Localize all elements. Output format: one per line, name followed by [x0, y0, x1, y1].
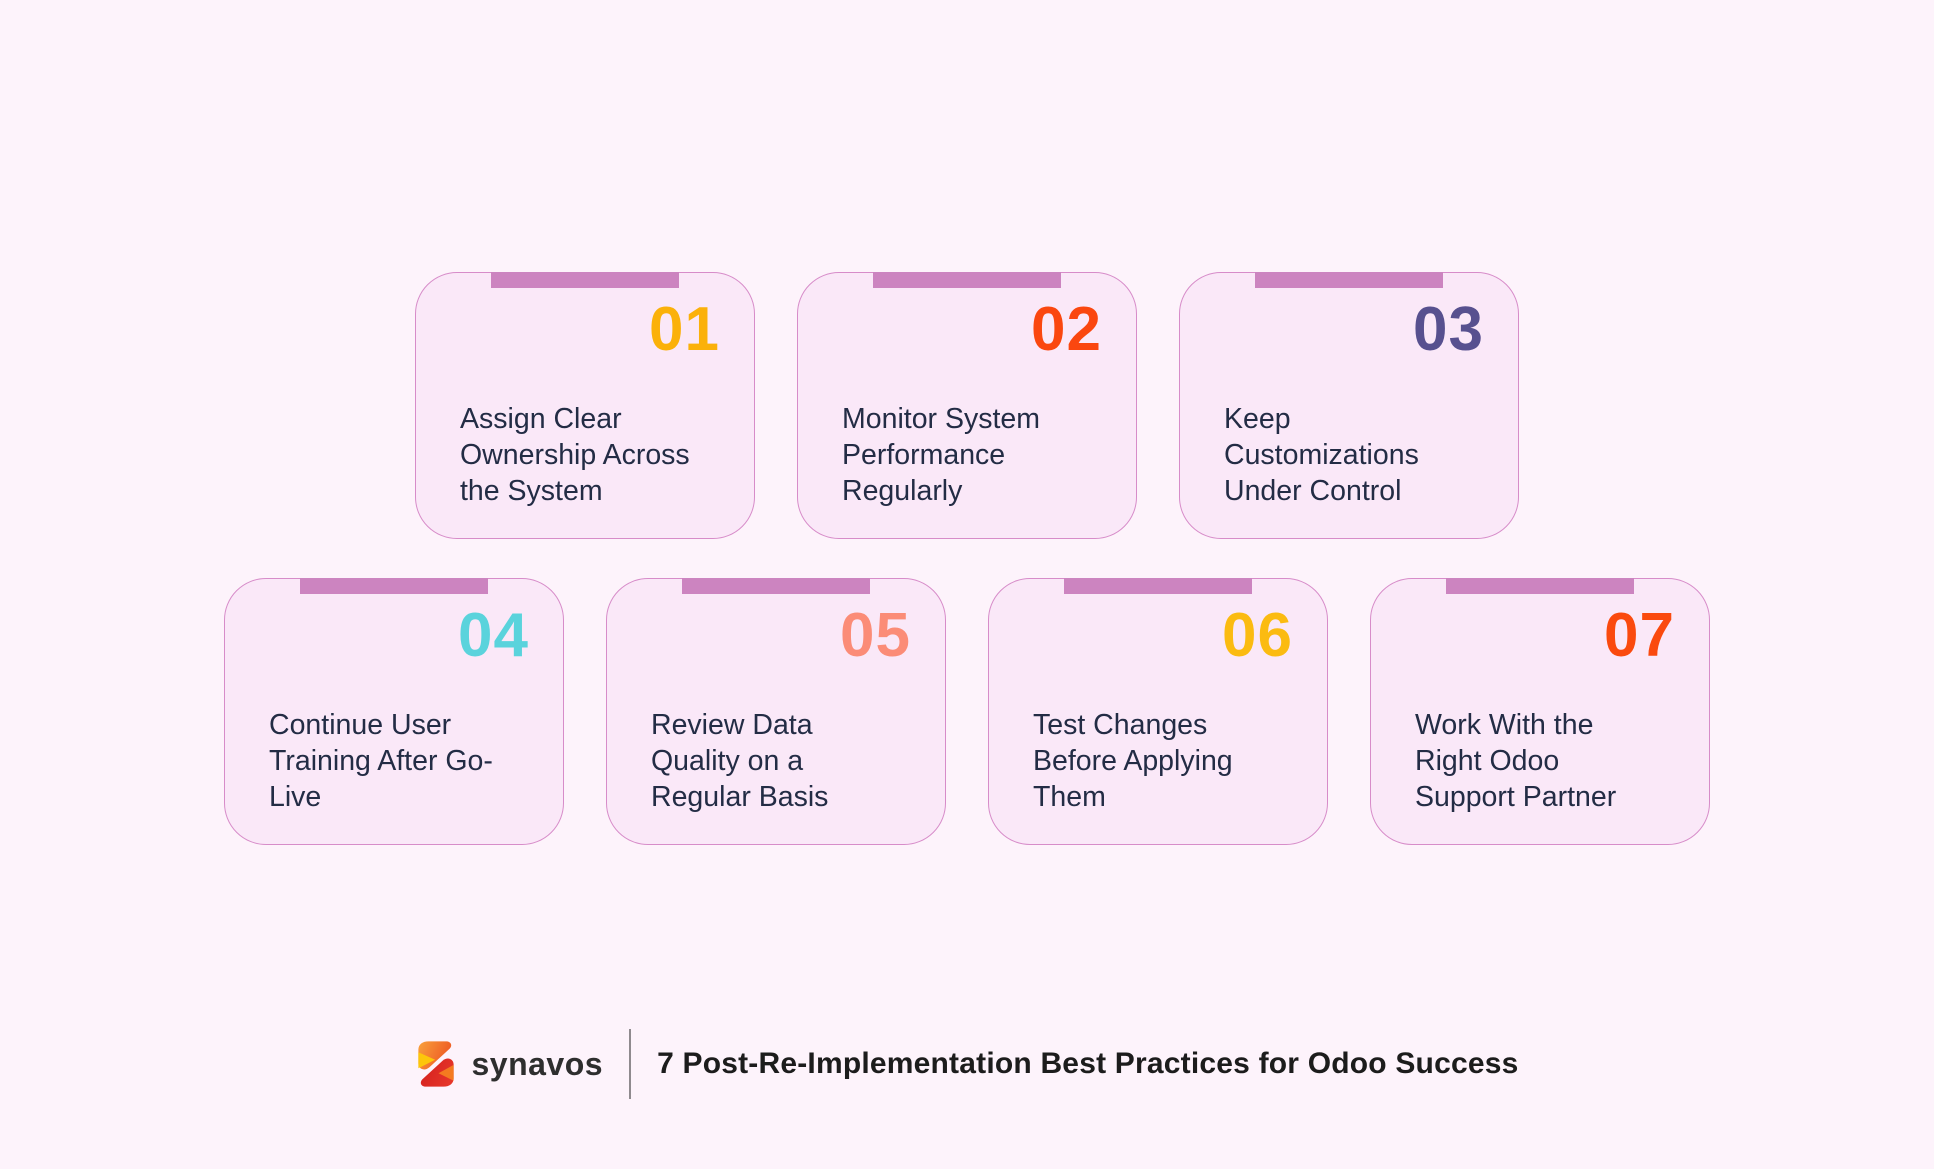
card-title: Keep Customizations Under Control — [1224, 403, 1419, 508]
card-title: Test Changes Before Applying Them — [1033, 709, 1233, 814]
card-top-tab — [1255, 271, 1443, 288]
card-number: 01 — [649, 295, 720, 364]
practice-card-1: 01 Assign Clear Ownership Across the Sys… — [415, 271, 755, 539]
practice-card-7: 07 Work With the Right Odoo Support Part… — [1370, 577, 1710, 845]
brand-wordmark: synavos — [471, 1045, 604, 1082]
card-title: Work With the Right Odoo Support Partner — [1415, 709, 1617, 814]
footer-divider — [629, 1029, 632, 1099]
footer: synavos 7 Post-Re-Implementation Best Pr… — [0, 1026, 1934, 1102]
card-number: 03 — [1413, 295, 1484, 364]
card-top-tab — [300, 577, 488, 594]
practice-card-6: 06 Test Changes Before Applying Them — [988, 577, 1328, 845]
card-title: Monitor System Performance Regularly — [842, 403, 1040, 508]
card-number: 07 — [1604, 601, 1675, 670]
card-row-top: 01 Assign Clear Ownership Across the Sys… — [0, 271, 1934, 539]
card-top-tab — [491, 271, 679, 288]
card-top-tab — [1064, 577, 1252, 594]
practice-card-5: 05 Review Data Quality on a Regular Basi… — [606, 577, 946, 845]
card-title: Continue User Training After Go- Live — [269, 709, 493, 814]
practice-card-4: 04 Continue User Training After Go- Live — [224, 577, 564, 845]
synavos-logo-icon — [418, 1041, 455, 1087]
card-top-tab — [682, 577, 870, 594]
card-title: Assign Clear Ownership Across the System — [460, 403, 690, 508]
practice-card-3: 03 Keep Customizations Under Control — [1179, 271, 1519, 539]
infographic-title: 7 Post-Re-Implementation Best Practices … — [657, 1047, 1519, 1080]
card-number: 02 — [1031, 295, 1102, 364]
card-top-tab — [873, 271, 1061, 288]
card-row-bottom: 04 Continue User Training After Go- Live… — [0, 577, 1934, 845]
card-top-tab — [1446, 577, 1634, 594]
card-number: 04 — [458, 601, 529, 670]
card-number: 06 — [1222, 601, 1293, 670]
card-title: Review Data Quality on a Regular Basis — [651, 709, 829, 814]
card-number: 05 — [840, 601, 911, 670]
practice-card-2: 02 Monitor System Performance Regularly — [797, 271, 1137, 539]
